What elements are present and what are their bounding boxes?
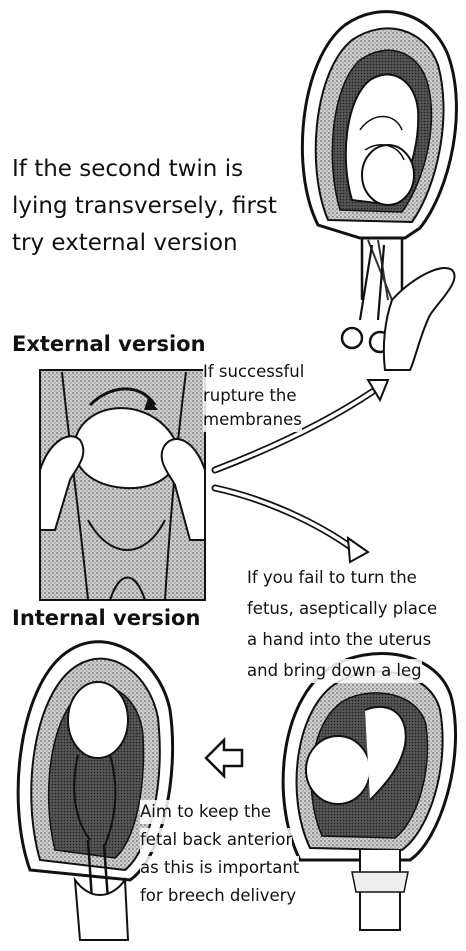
fail-line-4: and bring down a leg bbox=[247, 659, 422, 683]
internal-version-heading: Internal version bbox=[12, 606, 200, 632]
aim-line-1: Aim to keep the bbox=[140, 800, 271, 824]
success-line-3: membranes bbox=[203, 408, 302, 432]
fail-line-1: If you fail to turn the bbox=[247, 566, 417, 590]
aim-line-2: fetal back anterior bbox=[140, 828, 292, 852]
intro-line-2: lying transversely, first bbox=[12, 189, 277, 224]
intro-line-3: try external version bbox=[12, 226, 238, 261]
hollow-left-arrow bbox=[206, 740, 242, 776]
hand-inside-uterus-illustration bbox=[283, 654, 455, 930]
aim-line-3: as this is important bbox=[140, 856, 299, 880]
aim-line-4: for breech delivery bbox=[140, 884, 296, 908]
uterus-rupture-membranes-illustration bbox=[302, 12, 456, 370]
external-version-illustration bbox=[40, 370, 205, 600]
fail-line-2: fetus, aseptically place bbox=[247, 597, 437, 621]
success-line-2: rupture the bbox=[203, 384, 297, 408]
external-version-heading: External version bbox=[12, 332, 206, 358]
fail-line-3: a hand into the uterus bbox=[247, 628, 431, 652]
success-line-1: If successful bbox=[203, 360, 304, 384]
arrow-to-internal bbox=[215, 488, 368, 562]
intro-line-1: If the second twin is bbox=[12, 152, 243, 187]
